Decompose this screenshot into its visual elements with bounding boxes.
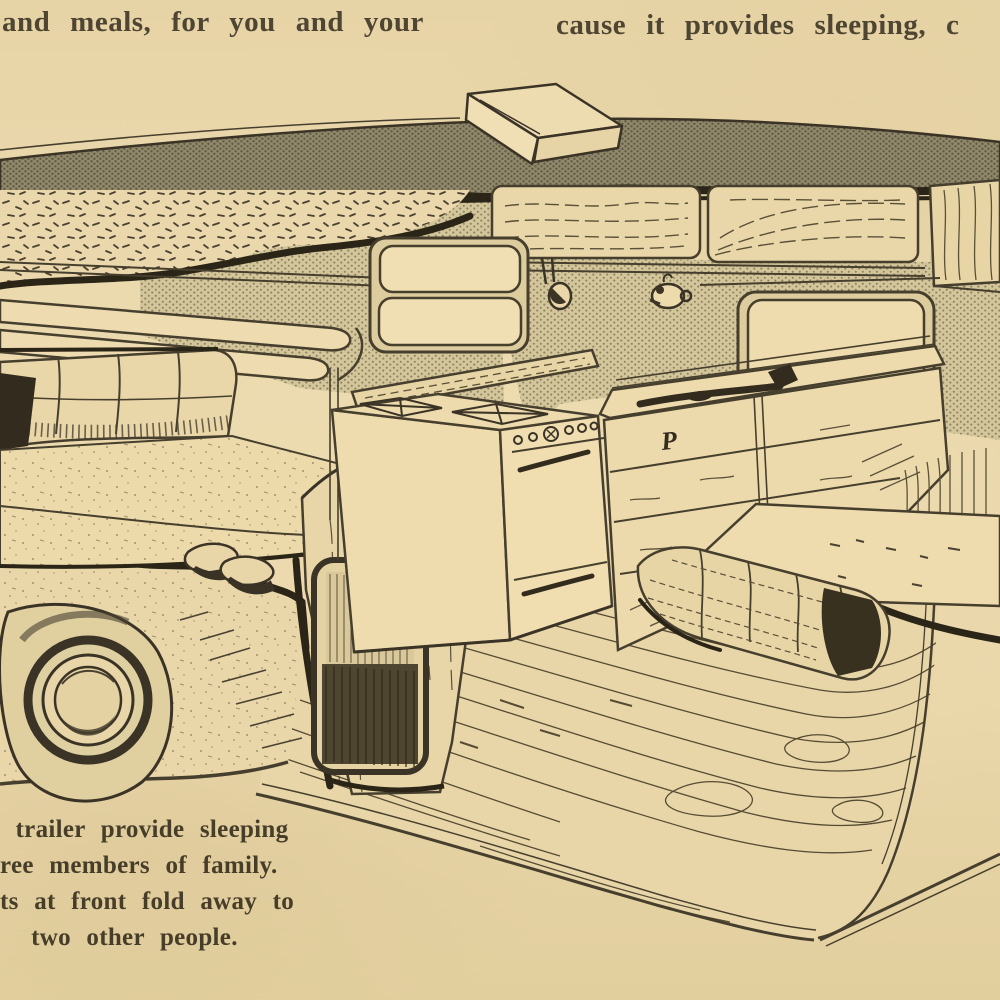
bench-side-grain xyxy=(861,443,987,556)
column-text-left: and meals, for you and your xyxy=(2,6,424,38)
pump-spout xyxy=(768,364,798,389)
top-text-row: and meals, for you and your cause it pro… xyxy=(0,0,1000,60)
stove-backguard xyxy=(350,348,600,412)
front-couch xyxy=(0,347,426,569)
cup-hook xyxy=(649,273,693,310)
caption-line: trailer provide sleeping xyxy=(0,816,289,843)
slippers xyxy=(183,542,276,595)
caption-line: ts at front fold away to xyxy=(0,888,295,915)
utensil-hook xyxy=(540,257,573,311)
roof-vent xyxy=(464,82,624,166)
wheel-and-fender xyxy=(0,602,174,803)
pump-label: P xyxy=(659,425,680,456)
stove xyxy=(329,368,614,654)
sill-hatching xyxy=(179,611,303,749)
galley-window xyxy=(368,236,530,354)
right-cabinet-panel xyxy=(928,178,1000,293)
column-text-right: cause it provides sleeping, c xyxy=(556,9,960,41)
bolster-shadow xyxy=(821,588,881,676)
caption-line: ree members of family. xyxy=(0,852,278,879)
caption-line: two other people. xyxy=(0,924,238,951)
upper-cabinet-doors xyxy=(487,184,926,277)
screen-lower xyxy=(322,664,418,764)
insulation-stipple xyxy=(0,190,474,290)
stove-knobs xyxy=(513,421,599,445)
drawer-handle xyxy=(521,573,595,597)
rear-bench xyxy=(636,443,1000,681)
oven-handle xyxy=(517,449,591,473)
burner-grates xyxy=(359,396,549,426)
caption: trailer provide sleeping ree members of … xyxy=(0,812,370,956)
